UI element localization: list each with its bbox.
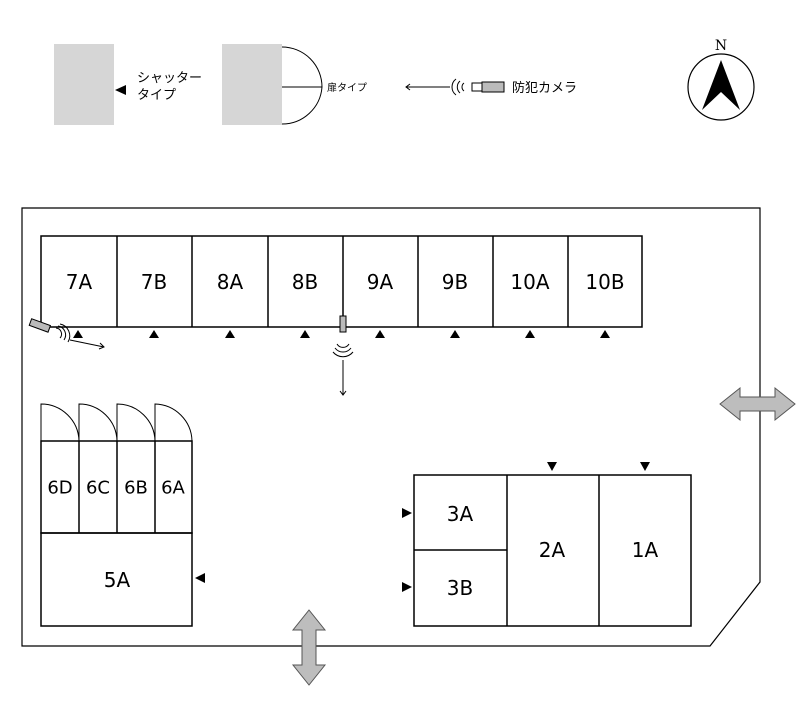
top-row-shutter-markers (73, 330, 610, 338)
shutter-marker-icon (547, 462, 557, 471)
unit-3B: 3B (447, 576, 473, 600)
unit-5A: 5A (104, 568, 131, 592)
shutter-legend-label-2: タイプ (137, 88, 176, 103)
unit-6B: 6B (124, 478, 148, 499)
unit-7B: 7B (141, 270, 167, 294)
camera-legend-label: 防犯カメラ (512, 80, 577, 96)
door-legend-box (222, 44, 282, 125)
door-legend-label: 扉タイプ (327, 81, 367, 94)
door-swing-icon (281, 46, 323, 125)
legend: シャッター タイプ 扉タイプ 防犯カメラ (54, 44, 577, 125)
unit-6D: 6D (47, 478, 72, 499)
entrance-arrow-east-icon (719, 386, 796, 422)
shutter-marker-icon (225, 330, 235, 338)
shutter-marker-icon (195, 573, 205, 583)
site-boundary (21, 207, 761, 647)
shutter-marker-icon (73, 330, 83, 338)
shutter-marker-icon (115, 85, 126, 95)
shutter-marker-icon (450, 330, 460, 338)
north-arrow-icon (702, 60, 740, 110)
camera-legend-icon (405, 78, 505, 96)
unit-8B: 8B (292, 270, 318, 294)
unit-9A: 9A (367, 270, 394, 294)
entrance-arrow-south-icon (291, 609, 327, 686)
unit-3A: 3A (447, 502, 474, 526)
shutter-marker-icon (525, 330, 535, 338)
shutter-marker-icon (402, 508, 412, 518)
unit-6C: 6C (86, 478, 110, 499)
top-row-units (40, 235, 643, 328)
compass-circle (687, 53, 755, 121)
unit-5A-box (40, 532, 193, 627)
units-right-block (413, 474, 692, 627)
unit-8A: 8A (217, 270, 244, 294)
shutter-marker-icon (149, 330, 159, 338)
security-camera-icon (28, 318, 105, 350)
unit-10A: 10A (510, 270, 549, 294)
door-swing-arcs (40, 403, 193, 442)
shutter-marker-icon (402, 582, 412, 592)
shutter-legend-box (54, 44, 114, 125)
compass: N (687, 38, 755, 121)
shutter-legend-label-1: シャッター (137, 71, 202, 86)
unit-2A: 2A (539, 538, 566, 562)
unit-10B: 10B (585, 270, 624, 294)
unit-7A: 7A (66, 270, 93, 294)
shutter-marker-icon (375, 330, 385, 338)
unit-9B: 9B (442, 270, 468, 294)
north-label: N (715, 38, 727, 54)
unit-6A: 6A (161, 478, 185, 499)
unit-1A: 1A (632, 538, 659, 562)
security-camera-icon (332, 315, 354, 396)
right-block-shutter-markers (402, 462, 650, 592)
shutter-marker-icon (600, 330, 610, 338)
shutter-marker-icon (640, 462, 650, 471)
shutter-marker-icon (300, 330, 310, 338)
